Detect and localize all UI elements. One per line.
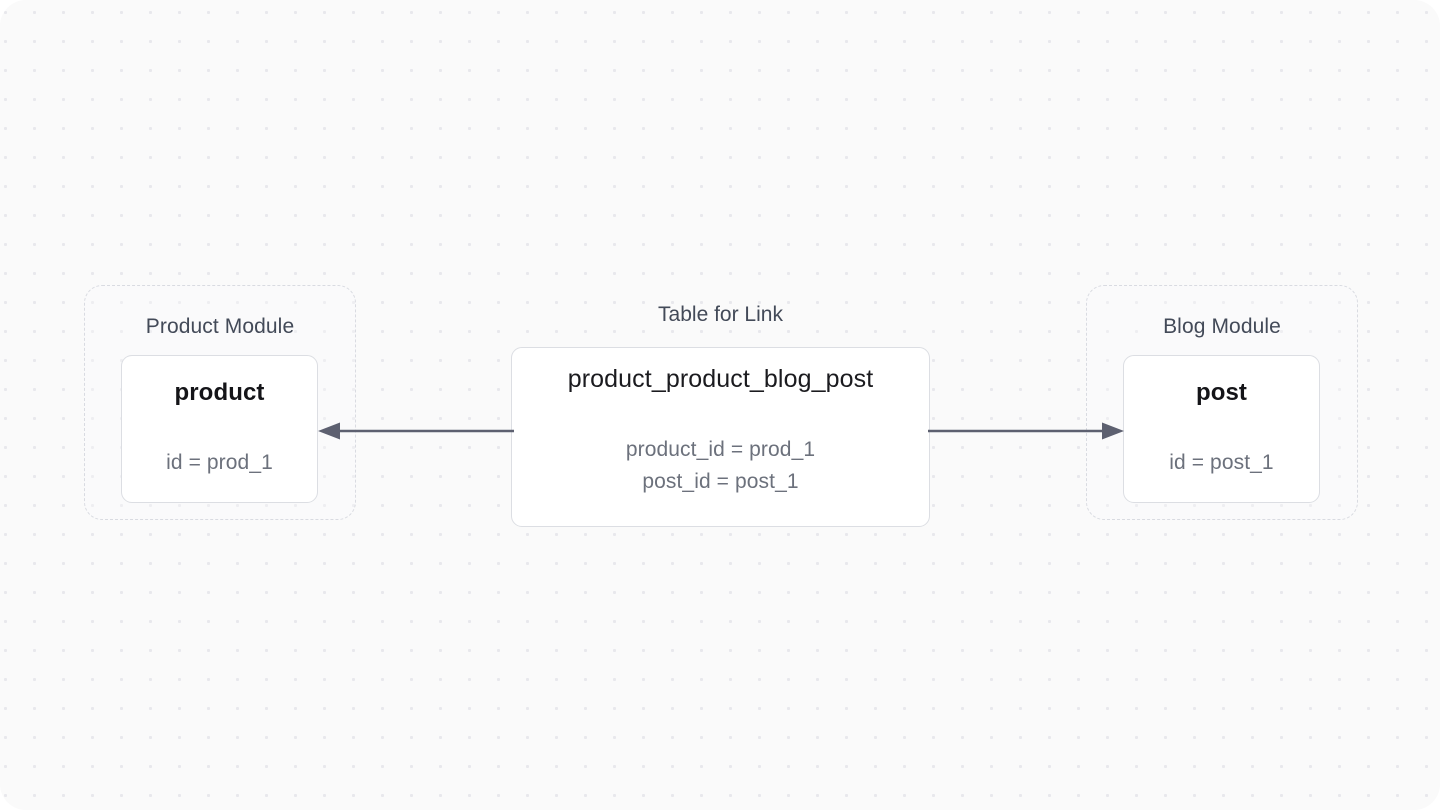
node-post-attr-id: id = post_1	[1169, 451, 1274, 474]
edge-link-to-post[interactable]	[928, 420, 1126, 442]
group-product-module-label: Product Module	[145, 315, 295, 338]
node-link-table-attr-product-id: product_id = prod_1	[625, 438, 816, 461]
node-link-table-attr-post-id: post_id = post_1	[642, 470, 799, 493]
node-link-table-title: product_product_blog_post	[567, 365, 874, 393]
node-product[interactable]: product id = prod_1	[121, 355, 318, 503]
node-post-title: post	[1195, 379, 1248, 406]
group-blog-module-label: Blog Module	[1163, 315, 1281, 338]
center-table-label: Table for Link	[658, 303, 783, 326]
node-link-table-attributes: product_id = prod_1 post_id = post_1	[626, 438, 815, 494]
node-link-table[interactable]: product_product_blog_post product_id = p…	[511, 347, 930, 527]
node-post[interactable]: post id = post_1	[1123, 355, 1320, 503]
edge-link-to-product[interactable]	[316, 420, 514, 442]
node-product-title: product	[174, 379, 265, 406]
node-product-attr-id: id = prod_1	[166, 451, 273, 474]
